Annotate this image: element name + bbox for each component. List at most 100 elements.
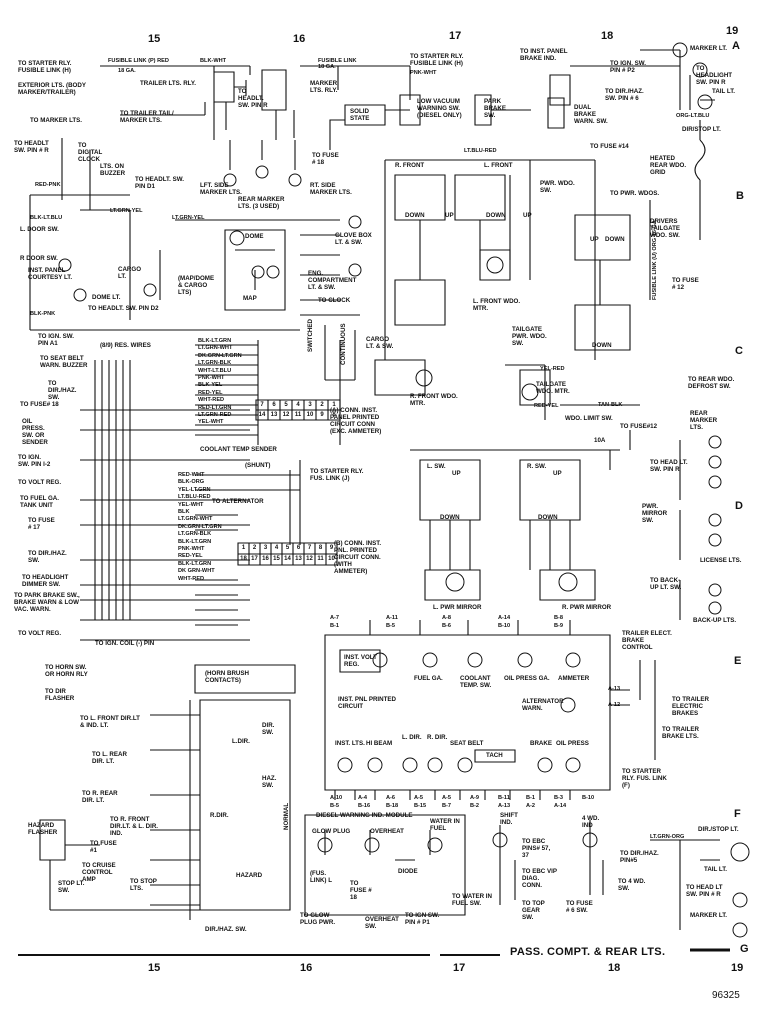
label-eng-compartment: ENG. COMPARTMENT LT. & SW. bbox=[308, 270, 357, 291]
wire-fusible-link-18: FUSIBLE LINK 18 GA. bbox=[318, 58, 357, 70]
connector-b-pin: 17 bbox=[251, 556, 258, 562]
row-f: F bbox=[734, 808, 741, 820]
label-continuous: CONTINUOUS bbox=[340, 323, 347, 365]
label-trailer-lts-rly: TRAILER LTS. RLY. bbox=[140, 80, 197, 87]
label-4wd-ind: 4 WD. IND bbox=[582, 815, 600, 829]
label-to-top-gear: TO TOP GEAR SW. bbox=[522, 900, 545, 921]
label-diesel-warning: DIESEL WARNING IND. MODULE bbox=[316, 812, 413, 819]
connector-b-pin: 5 bbox=[285, 545, 290, 551]
label-glove-box: GLOVE BOX LT. & SW. bbox=[335, 232, 372, 246]
label-down-4: DOWN bbox=[592, 342, 612, 349]
label-down-1: DOWN bbox=[405, 212, 425, 219]
connector-b-pin: 1 bbox=[241, 545, 246, 551]
connector-a-pin: 6 bbox=[272, 402, 276, 408]
column-18: 18 bbox=[601, 30, 614, 42]
cluster-bottom-pin-label: B-11 bbox=[498, 795, 510, 801]
label-to-fuse-14: TO FUSE #14 bbox=[590, 143, 629, 150]
cluster-bottom-pin-label: A-14 bbox=[554, 803, 567, 809]
label-to-fuse-18: TO FUSE # 18 bbox=[312, 152, 339, 166]
label-to-fuse-6: TO FUSE # 6 SW. bbox=[566, 900, 593, 914]
label-r-door-sw: R DOOR SW. bbox=[20, 255, 58, 262]
connector-b-pin: 8 bbox=[318, 545, 323, 551]
connector-b-wire-label: WHT-RED bbox=[178, 575, 205, 582]
label-conn-b: (B) CONN. INST. PNL. PRINTED CIRCUIT CON… bbox=[334, 540, 382, 575]
label-to-rear-wdo-defrost: TO REAR WDO. DEFROST SW. bbox=[688, 376, 735, 390]
label-dual-brake-warn: DUAL BRAKE WARN. SW. bbox=[574, 104, 608, 125]
label-to-headlight-dimmer: TO HEADLIGHT DIMMER SW. bbox=[22, 574, 69, 588]
label-to-fuel-ga: TO FUEL GA. TANK UNIT bbox=[20, 495, 59, 509]
label-to-dir-haz-5: TO DIR./HAZ. PIN#5 bbox=[620, 850, 659, 864]
connector-a-wire-label: BLK-YEL bbox=[198, 382, 223, 389]
cluster-bottom-pin-label: A-4 bbox=[358, 795, 368, 801]
connector-a-wire-label: PNK-WHT bbox=[198, 375, 225, 382]
cluster-top-pin-label: B-8 bbox=[554, 615, 564, 621]
label-l-door-sw: L. DOOR SW. bbox=[20, 226, 59, 233]
label-inst-panel-courtesy: INST. PANEL COURTESY LT. bbox=[28, 267, 73, 281]
connector-a-wire-label: RED-LT.GRN bbox=[198, 404, 232, 411]
connector-a-wire-label: YEL-WHT bbox=[198, 419, 224, 426]
label-to-water-in-fuel: TO WATER IN FUEL SW. bbox=[452, 893, 492, 907]
column-16-bottom: 16 bbox=[300, 962, 313, 974]
label-to-horn-sw: TO HORN SW. OR HORN RLY bbox=[45, 664, 88, 678]
label-overheat: OVERHEAT bbox=[370, 828, 404, 835]
connector-a-pin: 8 bbox=[332, 412, 336, 418]
connector-b-wire-label: LT.GRN-BLK bbox=[178, 531, 212, 538]
connector-a-pin: 5 bbox=[284, 402, 288, 408]
label-to-ign-sw-p1: TO IGN SW. PIN # P1 bbox=[405, 912, 440, 926]
label-oil-press-sender: OIL PRESS. SW. OR SENDER bbox=[22, 418, 48, 446]
label-to-trailer-tail: TO TRAILER TAIL/ MARKER LTS. bbox=[120, 110, 174, 124]
connector-a-wire-label: LT.GRN-WHT bbox=[198, 345, 233, 352]
row-a: A bbox=[732, 40, 740, 52]
label-to-ign-sw-i2: TO IGN. SW. PIN I-2 bbox=[18, 454, 51, 468]
label-brake: BRAKE bbox=[530, 740, 553, 747]
label-l-pwr-mirror: L. PWR MIRROR bbox=[433, 604, 482, 611]
cluster-bottom-pin-label: B-7 bbox=[442, 803, 452, 809]
connector-b-pin: 2 bbox=[252, 545, 257, 551]
label-seat-belt: SEAT BELT bbox=[450, 740, 484, 747]
label-to-head-lt-sw-r-f: TO HEAD LT SW. PIN # R bbox=[686, 884, 723, 898]
label-up-2: UP bbox=[523, 212, 532, 219]
label-rt-side-marker: RT. SIDE MARKER LTS. bbox=[310, 182, 352, 196]
label-to-inst-panel-brake: TO INST. PANEL BRAKE IND. bbox=[520, 48, 568, 62]
label-tail-lt-f: TAIL LT. bbox=[704, 866, 728, 873]
wire-lt-grn-org: LT.GRN-ORG bbox=[650, 834, 685, 840]
label-drivers-tailgate: DRIVERS TAILGATE WDO. SW. bbox=[650, 218, 681, 239]
label-to-stop-lts: TO STOP LTS. bbox=[130, 878, 157, 892]
wire-yel-red: YEL-RED bbox=[540, 366, 565, 372]
label-cargo-lt-sw: CARGO LT. & SW. bbox=[366, 336, 394, 350]
connector-a-wire-label: WHT-LT.BLU bbox=[198, 367, 232, 374]
cluster-bottom-pin-label: B-2 bbox=[470, 803, 480, 809]
label-to-headlt-r: TO HEADLT. SW. PIN R bbox=[238, 88, 268, 109]
label-to-headlt-d1: TO HEADLT. SW. PIN D1 bbox=[135, 176, 184, 190]
label-low-vacuum: LOW VACUUM WARNING SW. (DIESEL ONLY) bbox=[417, 98, 462, 119]
label-to-fuse-18c: TO FUSE # 18 bbox=[350, 880, 372, 901]
connector-b-wire-label: RED-WHT bbox=[178, 472, 205, 478]
label-to-fuse-1: TO FUSE #1 bbox=[90, 840, 117, 854]
label-haz-sw: HAZ. SW. bbox=[262, 775, 277, 789]
label-dir-haz-sw: DIR./HAZ. SW. bbox=[205, 926, 247, 933]
wire-lt-blu-red: LT.BLU-RED bbox=[464, 148, 497, 154]
connector-b-wire-label: LT.BLU-RED bbox=[178, 494, 211, 501]
label-to-park-brake-warn: TO PARK BRAKE SW., BRAKE WARN & LOW VAC.… bbox=[14, 592, 80, 613]
label-up-5: UP bbox=[452, 470, 461, 477]
cluster-pin-a13: A-13 bbox=[608, 686, 621, 692]
label-coolant-temp-sender: COOLANT TEMP SENDER bbox=[200, 446, 277, 453]
label-dome: DOME bbox=[245, 233, 264, 240]
label-shunt: (SHUNT) bbox=[245, 462, 271, 469]
connector-a-wire-label: DK.GRN-LT.GRN bbox=[198, 352, 242, 359]
label-rear-marker-3: REAR MARKER LTS. (3 USED) bbox=[238, 196, 285, 210]
connector-b-pin: 15 bbox=[273, 556, 280, 562]
label-alternator-warn: ALTERNATOR WARN. bbox=[522, 698, 564, 712]
label-heated-rear-wdo: HEATED REAR WDO. GRID bbox=[650, 155, 687, 176]
connector-a-pin: 13 bbox=[270, 412, 278, 418]
label-to-cruise: TO CRUISE CONTROL AMP bbox=[82, 862, 116, 883]
label-dir-sw: DIR. SW. bbox=[262, 722, 275, 736]
connector-a-wire-label: LT.GRN-RED bbox=[198, 412, 232, 419]
connector-b-wire-label: DK.GRN-LT.GRN bbox=[178, 523, 222, 530]
connector-b-pin: 6 bbox=[296, 545, 301, 551]
label-to-volt-reg-2: TO VOLT REG. bbox=[18, 630, 62, 637]
label-exterior-lts: EXTERIOR LTS. (BODY MARKER/TRAILER) bbox=[18, 82, 86, 96]
